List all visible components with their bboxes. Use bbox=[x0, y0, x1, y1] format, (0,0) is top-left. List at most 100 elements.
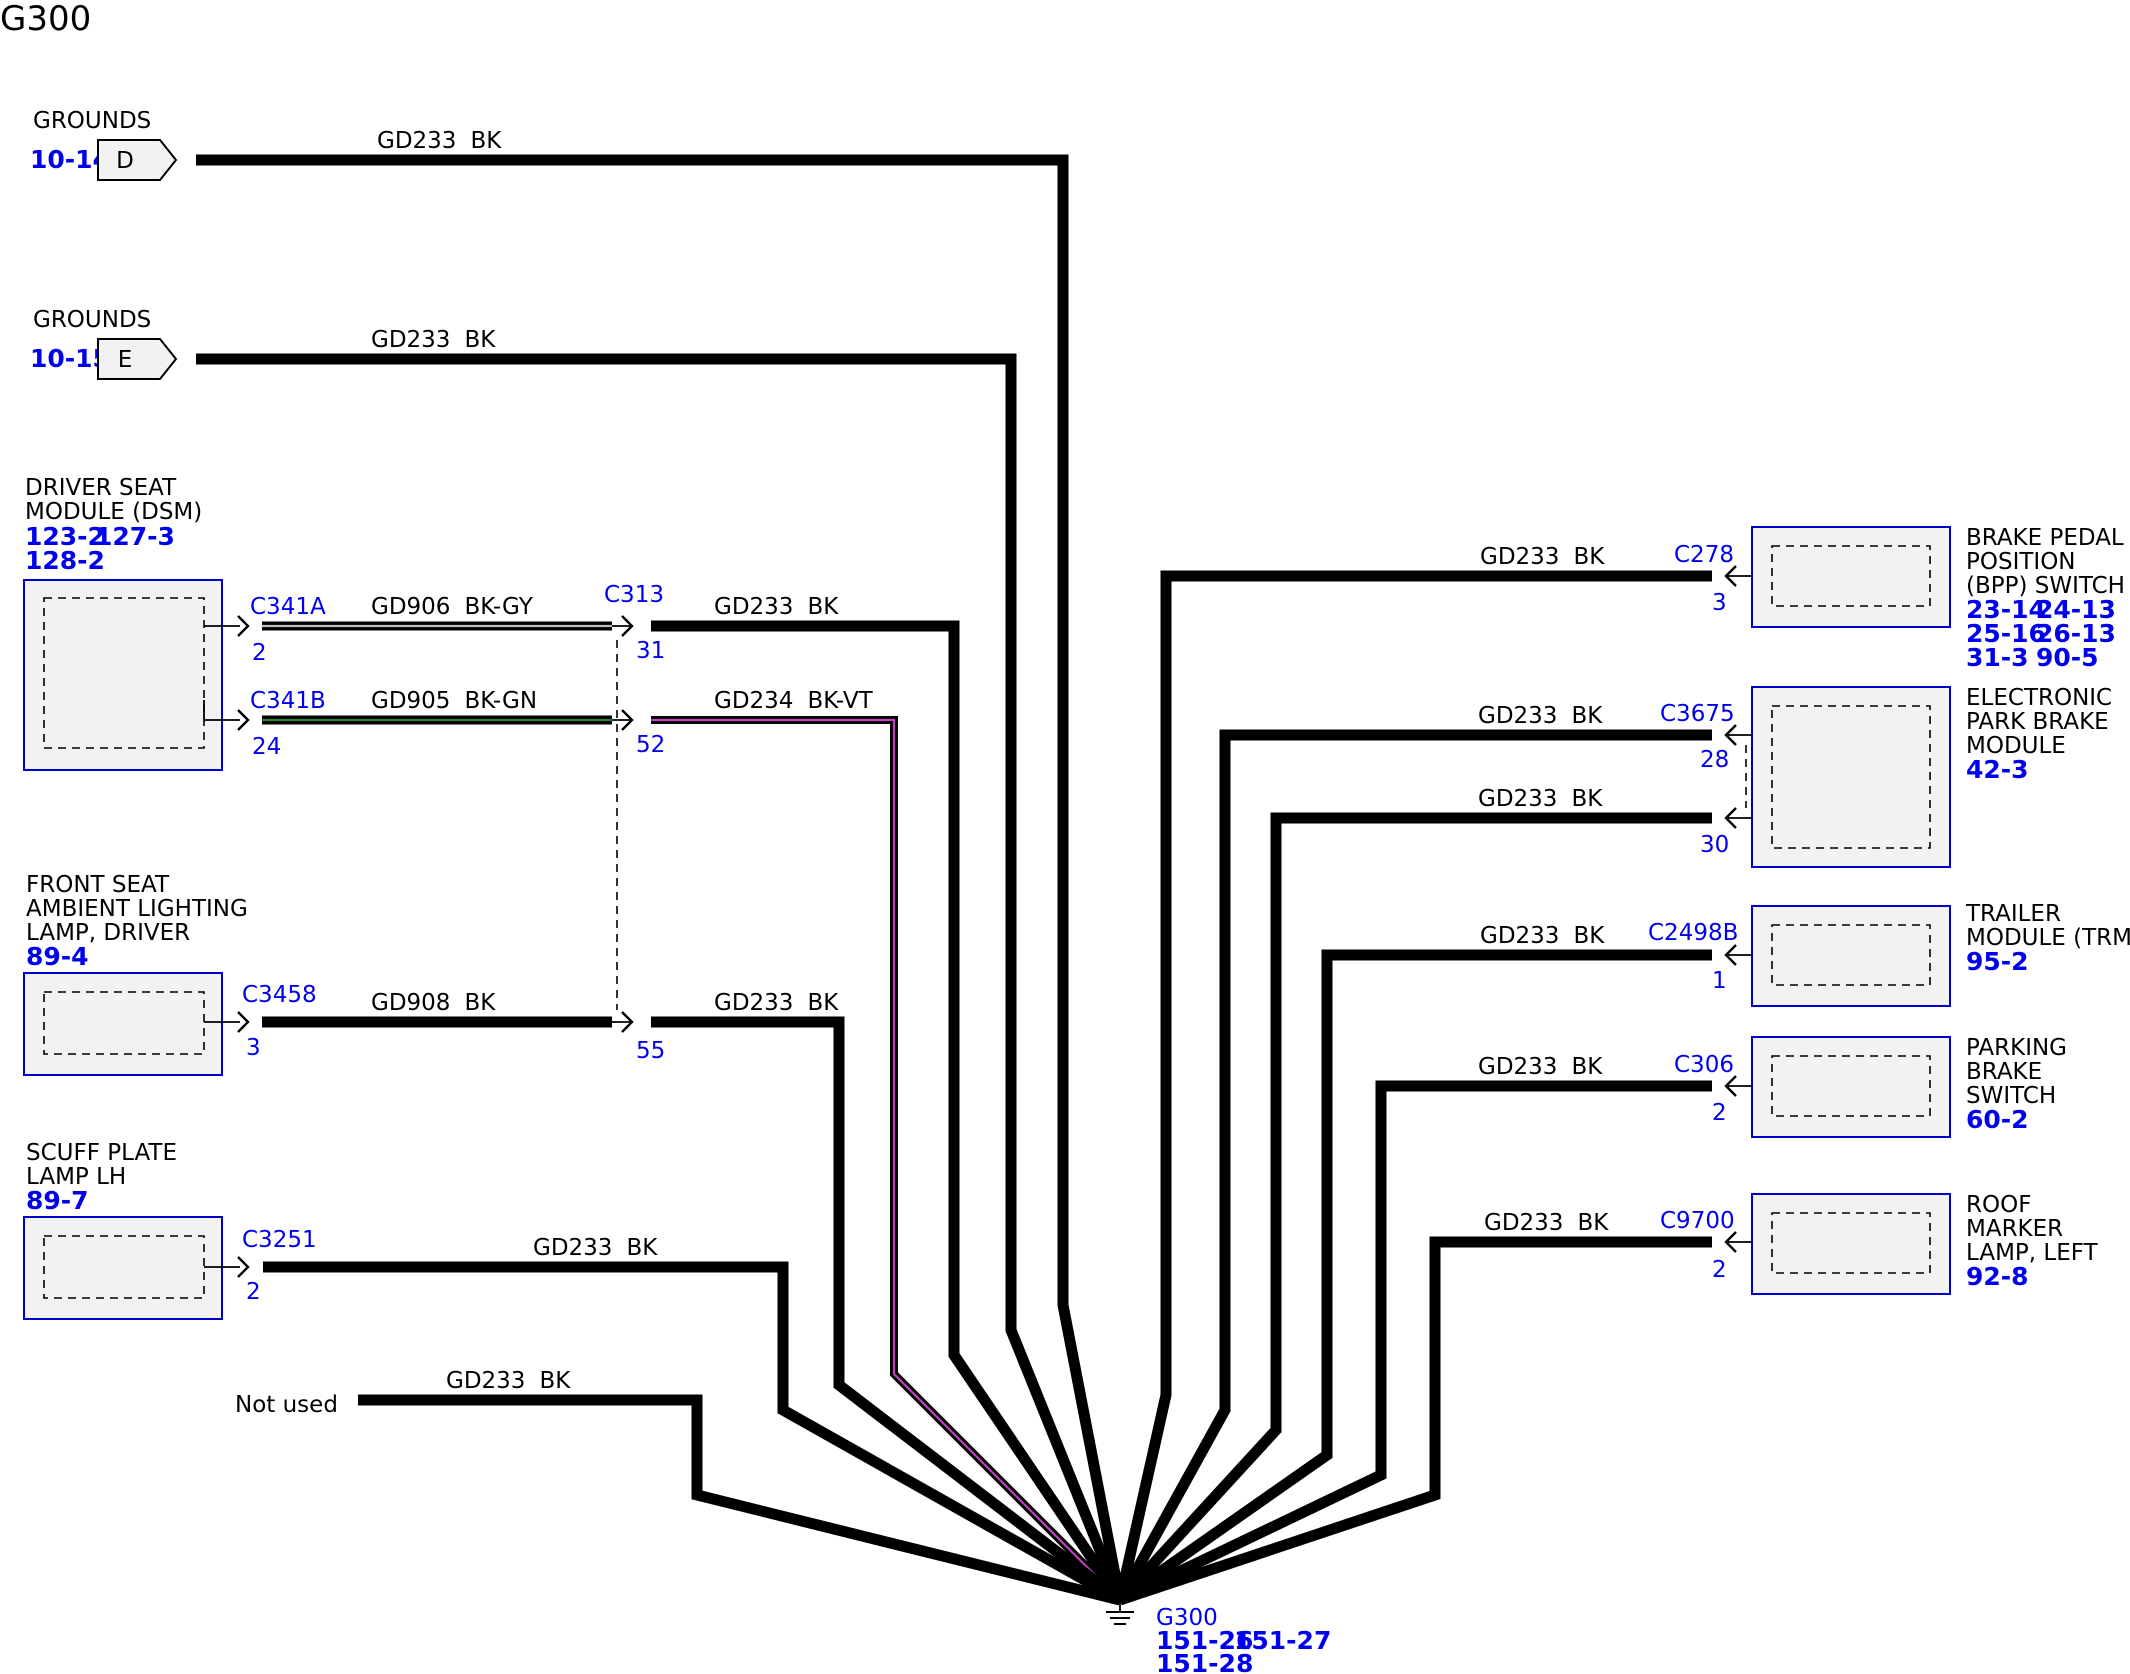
c3458-label: C3458 bbox=[242, 982, 317, 1008]
bpp-name-line3: (BPP) SWITCH bbox=[1966, 573, 2125, 599]
c3458-pin: 3 bbox=[246, 1035, 261, 1061]
dsm-box[interactable] bbox=[23, 579, 223, 771]
ambient-inner-outline bbox=[43, 991, 205, 1055]
trm-inner-outline bbox=[1771, 924, 1931, 986]
bpp-ref-2: 24-13 bbox=[2036, 595, 2116, 624]
grounds-e-connector[interactable] bbox=[97, 338, 178, 380]
c306-arrow-icon bbox=[1724, 1075, 1737, 1097]
grounds-d-letter: D bbox=[116, 148, 134, 174]
bpp-ref-1: 23-14 bbox=[1966, 595, 2046, 624]
epb-name-line3: MODULE bbox=[1966, 733, 2066, 759]
dsm-name-line2: MODULE (DSM) bbox=[25, 499, 202, 525]
grounds-d-block: GROUNDS 10-14 D bbox=[30, 108, 178, 181]
c278-arrow-icon bbox=[1724, 565, 1737, 587]
c341b-pin: 24 bbox=[252, 734, 281, 760]
dsm-ref-2: 127-3 bbox=[95, 522, 175, 551]
c9700-arrow-icon bbox=[1724, 1231, 1737, 1253]
c3675-28-arrow-icon bbox=[1724, 724, 1737, 746]
bpp-switch: C278 3 BRAKE PEDAL POSITION (BPP) SWITCH… bbox=[1674, 525, 2125, 672]
wire-c313-31 bbox=[651, 620, 1125, 1604]
c313-52-arrow-icon bbox=[621, 709, 634, 731]
ambient-lighting-lamp: FRONT SEAT AMBIENT LIGHTING LAMP, DRIVER… bbox=[23, 872, 612, 1076]
pbs-name-line3: SWITCH bbox=[1966, 1083, 2056, 1109]
roof-name-line2: MARKER bbox=[1966, 1216, 2063, 1242]
c3458-arrow-icon bbox=[237, 1011, 250, 1033]
dsm-name-line1: DRIVER SEAT bbox=[25, 475, 177, 501]
pbs-inner-outline bbox=[1771, 1055, 1931, 1117]
c9700-label: C9700 bbox=[1660, 1208, 1735, 1234]
roof-name-line1: ROOF bbox=[1966, 1192, 2031, 1218]
c278-pin: 3 bbox=[1712, 590, 1727, 616]
trm-name-line2: MODULE (TRM) bbox=[1966, 925, 2130, 951]
trm-name-line1: TRAILER bbox=[1965, 901, 2061, 927]
c306-label: C306 bbox=[1674, 1052, 1734, 1078]
roof-inner-outline bbox=[1771, 1212, 1931, 1274]
grounds-e-block: GROUNDS 10-15 E bbox=[30, 307, 178, 380]
scuff-name-line1: SCUFF PLATE bbox=[26, 1140, 177, 1166]
g300-ref-2: 151-27 bbox=[1234, 1626, 1331, 1655]
wire-grounds-d bbox=[196, 154, 1126, 1602]
c313-pin-31: 31 bbox=[636, 638, 665, 664]
roof-name-line3: LAMP, LEFT bbox=[1966, 1240, 2099, 1266]
g300-ground-point: G300 151-26 151-27 151-28 bbox=[1106, 1600, 1331, 1674]
roof-ref: 92-8 bbox=[1966, 1262, 2029, 1291]
dsm-ref-3: 128-2 bbox=[25, 546, 105, 575]
epb-inner-outline bbox=[1771, 705, 1931, 849]
c3251-pin: 2 bbox=[246, 1279, 261, 1305]
c3251-arrow-icon bbox=[237, 1256, 250, 1278]
bpp-ref-6: 90-5 bbox=[2036, 643, 2099, 672]
bpp-name-line2: POSITION bbox=[1966, 549, 2076, 575]
trm-ref: 95-2 bbox=[1966, 947, 2029, 976]
bpp-box[interactable] bbox=[1751, 526, 1951, 628]
wire-c3251 bbox=[263, 1261, 1123, 1605]
c306-pin: 2 bbox=[1712, 1100, 1727, 1126]
pbs-box[interactable] bbox=[1751, 1036, 1951, 1138]
grounds-d-name: GROUNDS bbox=[33, 108, 151, 134]
ambient-name-line1: FRONT SEAT bbox=[26, 872, 170, 898]
g300-ref-3: 151-28 bbox=[1156, 1649, 1253, 1674]
c341b-stub bbox=[203, 700, 240, 721]
scuff-inner-outline bbox=[43, 1235, 205, 1299]
epb-module: C3675 28 30 ELECTRONIC PARK BRAKE MODULE… bbox=[1660, 685, 2112, 868]
ambient-box[interactable] bbox=[23, 972, 223, 1076]
epb-box[interactable] bbox=[1751, 686, 1951, 868]
roof-marker-lamp: C9700 2 ROOF MARKER LAMP, LEFT 92-8 bbox=[1660, 1192, 2099, 1295]
c278-label: C278 bbox=[1674, 542, 1734, 568]
c3675-pin-28: 28 bbox=[1700, 747, 1729, 773]
roof-box[interactable] bbox=[1751, 1193, 1951, 1295]
scuff-name-line2: LAMP LH bbox=[26, 1164, 126, 1190]
trm-box[interactable] bbox=[1751, 905, 1951, 1007]
ground-icon bbox=[1106, 1611, 1134, 1625]
wire-c2498b bbox=[1116, 949, 1712, 1605]
grounds-d-connector[interactable] bbox=[97, 139, 178, 181]
c341b-arrow-icon bbox=[237, 709, 250, 731]
grounds-e-ref: 10-15 bbox=[30, 344, 110, 373]
epb-name-line1: ELECTRONIC bbox=[1966, 685, 2112, 711]
driver-seat-module: DRIVER SEAT MODULE (DSM) 123-2 127-3 128… bbox=[23, 475, 223, 771]
wire-c313-55 bbox=[651, 1016, 1124, 1605]
scuff-box[interactable] bbox=[23, 1216, 223, 1320]
c3675-label: C3675 bbox=[1660, 701, 1735, 727]
c341a-label: C341A bbox=[250, 594, 326, 620]
ambient-name-line3: LAMP, DRIVER bbox=[26, 920, 190, 946]
wire-not-used bbox=[358, 1394, 1122, 1606]
c313-inline-connector: C313 31 52 55 bbox=[604, 582, 665, 1064]
bpp-ref-5: 31-3 bbox=[1966, 643, 2029, 672]
c9700-pin: 2 bbox=[1712, 1257, 1727, 1283]
wire-c3675-30 bbox=[1115, 812, 1712, 1604]
c313-label: C313 bbox=[604, 582, 664, 608]
wire-c313-52-violet bbox=[651, 716, 1123, 1603]
wire-c9700 bbox=[1118, 1236, 1712, 1606]
c341a-pin: 2 bbox=[252, 640, 267, 666]
